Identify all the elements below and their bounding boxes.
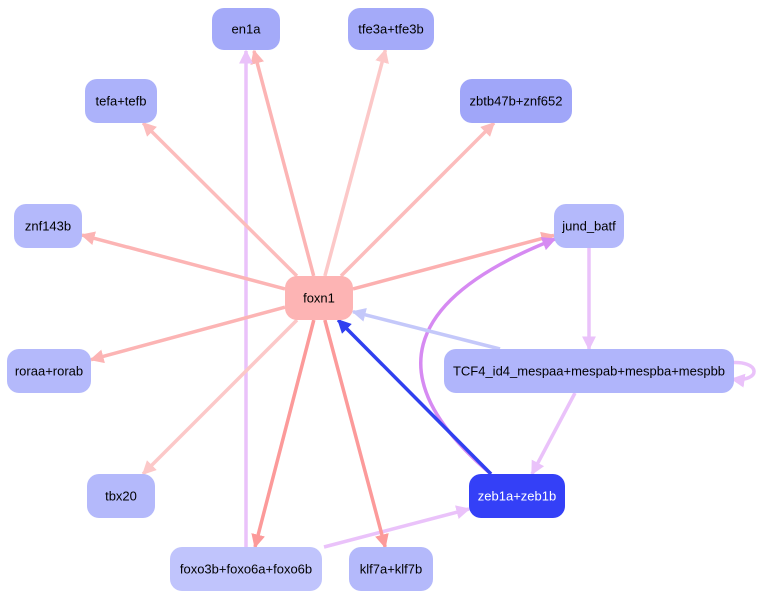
node-box bbox=[7, 349, 91, 393]
edge-tcf4-to-zeb1a_zeb1b bbox=[530, 392, 577, 476]
node-label: foxn1 bbox=[303, 291, 335, 306]
node-label: foxo3b+foxo6a+foxo6b bbox=[180, 562, 312, 577]
node-tbx20[interactable]: tbx20 bbox=[87, 474, 155, 518]
node-label: jund_batf bbox=[561, 219, 616, 234]
node-box bbox=[349, 547, 433, 591]
node-tcf4[interactable]: TCF4_id4_mespaa+mespab+mespba+mespbb bbox=[444, 349, 734, 393]
edge-zeb1a_zeb1b-to-foxn1 bbox=[336, 318, 493, 476]
node-label: roraa+rorab bbox=[15, 364, 83, 379]
edge-foxn1-to-zbtb47b_znf652 bbox=[339, 121, 496, 278]
edge-foxn1-to-klf7a_klf7b bbox=[323, 319, 389, 549]
edge-foxo-to-zeb1a_zeb1b bbox=[323, 505, 471, 549]
node-box bbox=[87, 474, 155, 518]
node-box bbox=[469, 474, 565, 518]
node-foxn1[interactable]: foxn1 bbox=[285, 276, 353, 320]
node-box bbox=[460, 79, 572, 123]
node-label: tfe3a+tfe3b bbox=[358, 22, 423, 37]
edge-foxn1-to-znf143b bbox=[80, 231, 286, 291]
node-roraa-rorab[interactable]: roraa+rorab bbox=[7, 349, 91, 393]
edge-foxn1-to-tfe3a_tfe3b bbox=[323, 48, 389, 277]
node-foxo[interactable]: foxo3b+foxo6a+foxo6b bbox=[170, 547, 322, 591]
edge-foxn1-to-roraa_rorab bbox=[89, 305, 286, 364]
node-label: TCF4_id4_mespaa+mespab+mespba+mespbb bbox=[453, 364, 725, 379]
node-box bbox=[85, 79, 157, 123]
node-zbtb47b-znf652[interactable]: zbtb47b+znf652 bbox=[460, 79, 572, 123]
node-box bbox=[14, 204, 82, 248]
node-label: znf143b bbox=[25, 219, 71, 234]
edge-foxn1-to-en1a bbox=[250, 49, 316, 277]
edge-foxn1-to-foxo bbox=[251, 319, 316, 549]
node-klf7a-klf7b[interactable]: klf7a+klf7b bbox=[349, 547, 433, 591]
node-label: en1a bbox=[232, 22, 262, 37]
node-label: tbx20 bbox=[105, 489, 137, 504]
edge-foxn1-to-jund_batf bbox=[352, 231, 556, 291]
node-label: zbtb47b+znf652 bbox=[470, 94, 563, 109]
node-label: tefa+tefb bbox=[96, 94, 147, 109]
node-box bbox=[212, 8, 280, 50]
node-tefa-tefb[interactable]: tefa+tefb bbox=[85, 79, 157, 123]
edge-foxn1-to-tefa_tefb bbox=[141, 121, 299, 278]
nodes-layer: en1a tfe3a+tfe3b tefa+tefb zbtb47b+znf652 zn… bbox=[7, 8, 734, 591]
node-tfe3a-tfe3b[interactable]: tfe3a+tfe3b bbox=[348, 8, 434, 50]
node-box bbox=[444, 349, 734, 393]
node-box bbox=[554, 204, 624, 248]
node-jund-batf[interactable]: jund_batf bbox=[554, 204, 624, 248]
node-box bbox=[348, 8, 434, 50]
edges-layer bbox=[80, 48, 756, 549]
node-box bbox=[285, 276, 353, 320]
edge-tcf4-to-tcf4 bbox=[727, 360, 756, 388]
edge-foxn1-to-tbx20 bbox=[141, 318, 299, 476]
node-label: klf7a+klf7b bbox=[360, 562, 423, 577]
node-label: zeb1a+zeb1b bbox=[478, 489, 556, 504]
node-en1a[interactable]: en1a bbox=[212, 8, 280, 50]
node-box bbox=[170, 547, 322, 591]
node-znf143b[interactable]: znf143b bbox=[14, 204, 82, 248]
node-zeb1a-zeb1b[interactable]: zeb1a+zeb1b bbox=[469, 474, 565, 518]
edge-tcf4-to-foxn1 bbox=[351, 308, 501, 351]
